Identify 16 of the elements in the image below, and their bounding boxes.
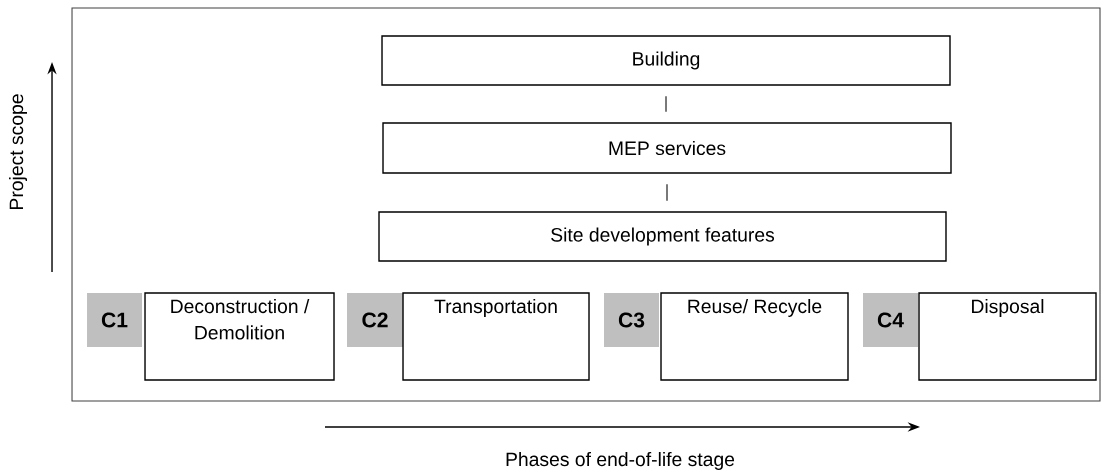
axis-label: Phases of end-of-life stage	[506, 452, 735, 470]
stage-code-tag: C2	[347, 293, 403, 347]
connector-line	[666, 183, 668, 202]
phase-box: Deconstruction / Demolition	[144, 292, 335, 381]
axis-label: Project scope	[9, 94, 27, 209]
scope-box: Site development features	[378, 211, 947, 262]
scope-box: MEP services	[382, 122, 952, 174]
phase-box: Disposal	[918, 292, 1097, 381]
stage-code-tag: C4	[863, 293, 918, 347]
connector-line	[665, 95, 667, 113]
phase-box: Transportation	[402, 292, 590, 381]
stage-code-tag: C1	[87, 293, 142, 347]
phase-box: Reuse/ Recycle	[660, 292, 849, 381]
frame-box	[71, 7, 1101, 402]
stage-code-tag: C3	[604, 293, 659, 347]
scope-box: Building	[381, 35, 951, 86]
